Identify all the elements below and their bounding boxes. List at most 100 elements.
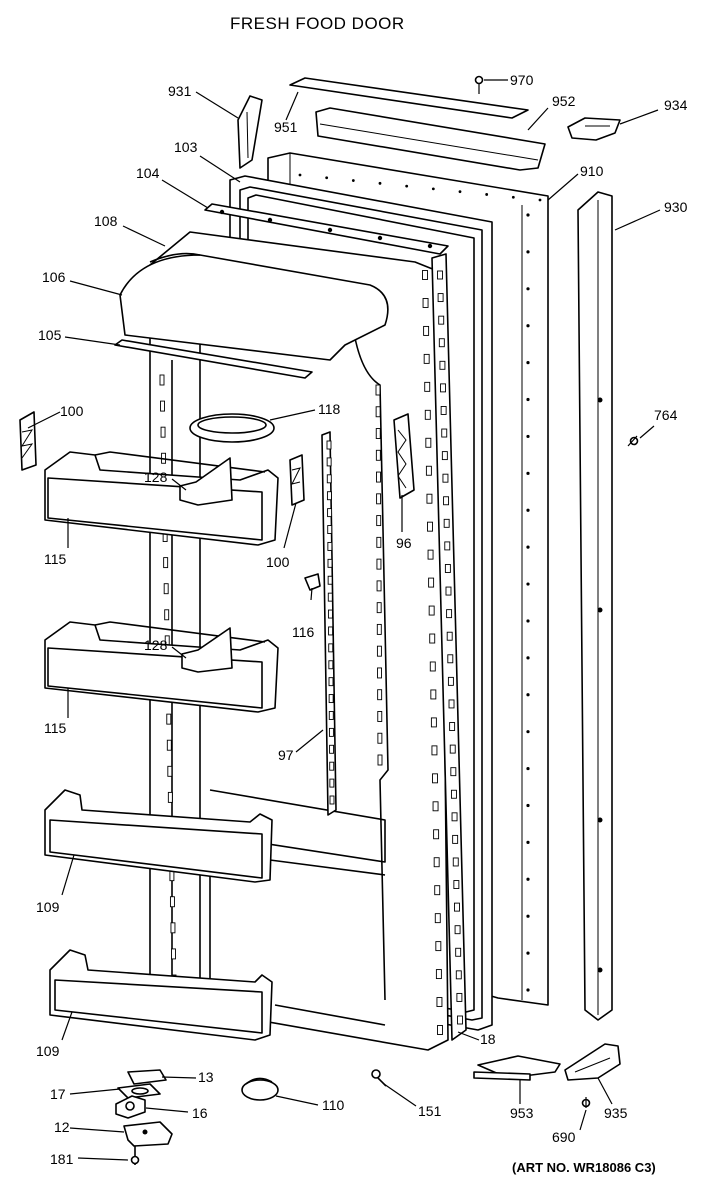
mounting-hole: [485, 193, 489, 196]
liner-slot: [327, 558, 333, 568]
top-hinge-plate: [204, 203, 449, 255]
top-cap: [289, 75, 546, 171]
liner-slot: [442, 473, 449, 483]
bottom-hinge: [123, 1121, 173, 1147]
mounting-hole: [458, 190, 462, 194]
liner-slot: [377, 689, 383, 701]
liner-slot: [326, 457, 332, 467]
liner-slot: [167, 765, 173, 777]
liner-slot: [329, 778, 335, 788]
liner-slot: [163, 583, 169, 595]
mounting-hole: [526, 582, 530, 586]
mounting-hole: [526, 397, 530, 402]
liner-slot: [326, 491, 332, 501]
liner-slot: [376, 471, 381, 483]
liner-slot: [430, 717, 437, 728]
liner-slot: [438, 315, 445, 325]
liner-slot: [327, 575, 333, 585]
mounting-hole: [526, 213, 530, 217]
hole-plug: [241, 1077, 279, 1101]
mounting-hole: [378, 181, 382, 185]
liner-slot: [428, 577, 435, 588]
shelf-bracket-right: [289, 454, 305, 506]
liner-slot: [422, 270, 428, 280]
liner-slot: [454, 925, 461, 935]
liner-slot: [439, 360, 446, 370]
callout-970: 970: [510, 72, 534, 88]
liner-slot: [160, 400, 165, 412]
liner-slot: [455, 970, 462, 980]
liner-slot: [452, 834, 459, 844]
liner-slot: [166, 739, 172, 751]
liner-slot: [329, 761, 335, 771]
liner-slot: [447, 676, 454, 686]
callout-935: 935: [604, 1105, 628, 1121]
liner-slot: [423, 325, 430, 336]
liner-slot: [377, 732, 383, 744]
shelf-rail: [321, 431, 337, 816]
mounting-hole: [526, 619, 530, 623]
liner-slot: [424, 409, 431, 420]
liner-slot: [328, 660, 334, 670]
mounting-hole: [526, 250, 530, 254]
liner-slot: [376, 536, 382, 548]
liner-slot: [328, 626, 334, 636]
liner-slot: [377, 754, 383, 766]
liner-slot: [437, 270, 443, 280]
egg-tray: [189, 413, 275, 443]
bottom-trim: [473, 1055, 561, 1081]
callout-104: 104: [136, 165, 160, 181]
callout-118: 118: [318, 401, 341, 417]
door-bin-lower: [44, 789, 273, 883]
liner-slot: [431, 745, 438, 756]
callout-108: 108: [94, 213, 118, 229]
liner-slot: [427, 549, 434, 560]
callout-97: 97: [278, 747, 294, 763]
liner-slot: [329, 795, 335, 805]
callout-115-upper: 115: [44, 551, 67, 567]
liner-slot: [376, 515, 382, 527]
mounting-hole: [526, 434, 530, 439]
liner-slot: [171, 948, 176, 960]
liner-slot: [430, 689, 437, 700]
liner-slot: [328, 711, 334, 720]
liner-slot: [329, 744, 335, 754]
liner-slot: [327, 508, 333, 518]
liner-slot: [328, 694, 334, 704]
callout-103: 103: [174, 139, 198, 155]
liner-slot: [441, 428, 448, 438]
mounting-hole: [526, 730, 530, 734]
liner-slot: [328, 643, 334, 653]
callout-128-lower: 128: [144, 637, 168, 653]
liner-slot: [443, 496, 450, 506]
callout-109-lower: 109: [36, 1043, 60, 1059]
liner-slot: [440, 406, 447, 415]
mounting-hole: [526, 287, 530, 291]
callout-110: 110: [322, 1097, 345, 1113]
door-bin-middle: [44, 621, 279, 713]
hinge-shim: [127, 1069, 167, 1085]
liner-slot: [328, 677, 334, 687]
liner-slot: [437, 293, 444, 303]
liner-slot: [443, 518, 450, 528]
liner-slot: [425, 465, 432, 476]
liner-slot: [438, 338, 445, 348]
callout-952: 952: [552, 93, 576, 109]
callout-105: 105: [38, 327, 62, 343]
mounting-hole: [526, 693, 530, 697]
liner-slot: [455, 947, 462, 957]
diagram-title: FRESH FOOD DOOR: [230, 14, 405, 33]
liner-slot: [422, 298, 429, 308]
mounting-hole: [526, 508, 530, 512]
mounting-hole: [526, 914, 530, 918]
callout-934: 934: [664, 97, 688, 113]
callout-12: 12: [54, 1119, 70, 1135]
liner-slot: [452, 857, 459, 867]
liner-slot: [376, 602, 382, 614]
callout-100-upper: 100: [60, 403, 84, 419]
callout-labels: 931 951 970 952 934 103 910 104 930 108 …: [36, 72, 688, 1167]
liner-slot: [426, 493, 433, 504]
liner-slot: [376, 645, 382, 657]
liner-slot: [164, 609, 170, 621]
